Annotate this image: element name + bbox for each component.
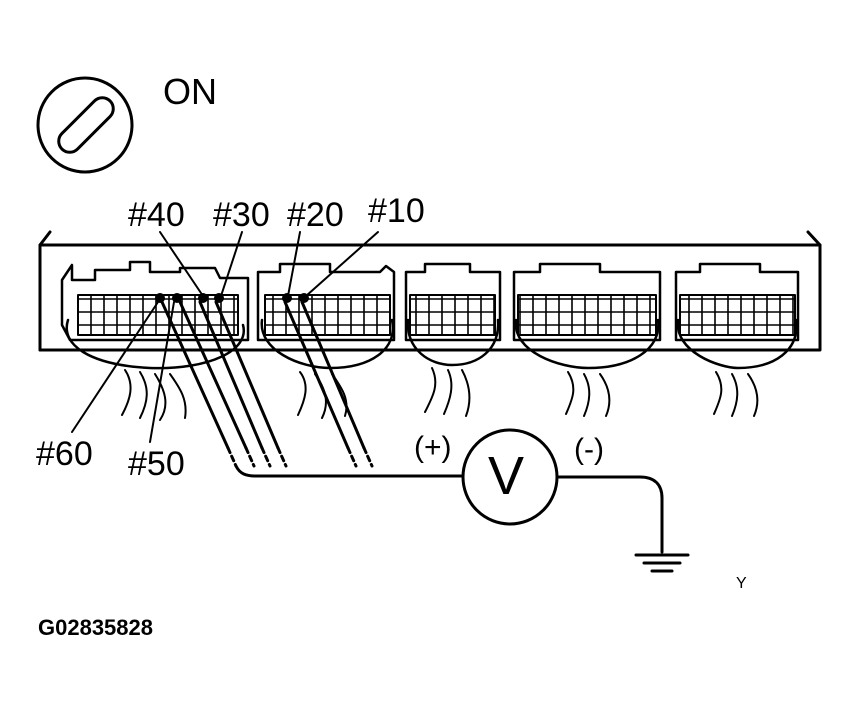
pin-label-10: #10 — [368, 192, 425, 230]
pin-label-60: #60 — [36, 435, 93, 473]
wire-harness-bundles — [121, 367, 759, 421]
ecu-connector-2 — [256, 262, 396, 370]
ignition-state-label: ON — [163, 71, 217, 112]
ground-lead — [555, 475, 664, 554]
pin-dots — [155, 293, 309, 303]
probe-leads — [160, 300, 464, 478]
ecu-connector-5 — [674, 262, 800, 370]
pin-label-30: #30 — [213, 196, 270, 234]
ecu-connector-3 — [404, 262, 502, 367]
positive-terminal-label: (+) — [414, 431, 452, 464]
pin-leader-lines — [71, 231, 379, 443]
pin-label-40: #40 — [128, 196, 185, 234]
corner-mark: Y — [736, 575, 747, 592]
pin-label-50: #50 — [128, 445, 185, 483]
negative-terminal-label: (-) — [574, 433, 604, 466]
ecu-connector-4 — [512, 262, 662, 370]
ecu-housing — [38, 230, 822, 352]
ground-icon — [634, 553, 690, 573]
ignition-switch-icon — [36, 76, 134, 174]
pin-label-20: #20 — [287, 196, 344, 234]
voltmeter-symbol: V — [488, 446, 525, 506]
figure-code: G02835828 — [38, 615, 153, 640]
